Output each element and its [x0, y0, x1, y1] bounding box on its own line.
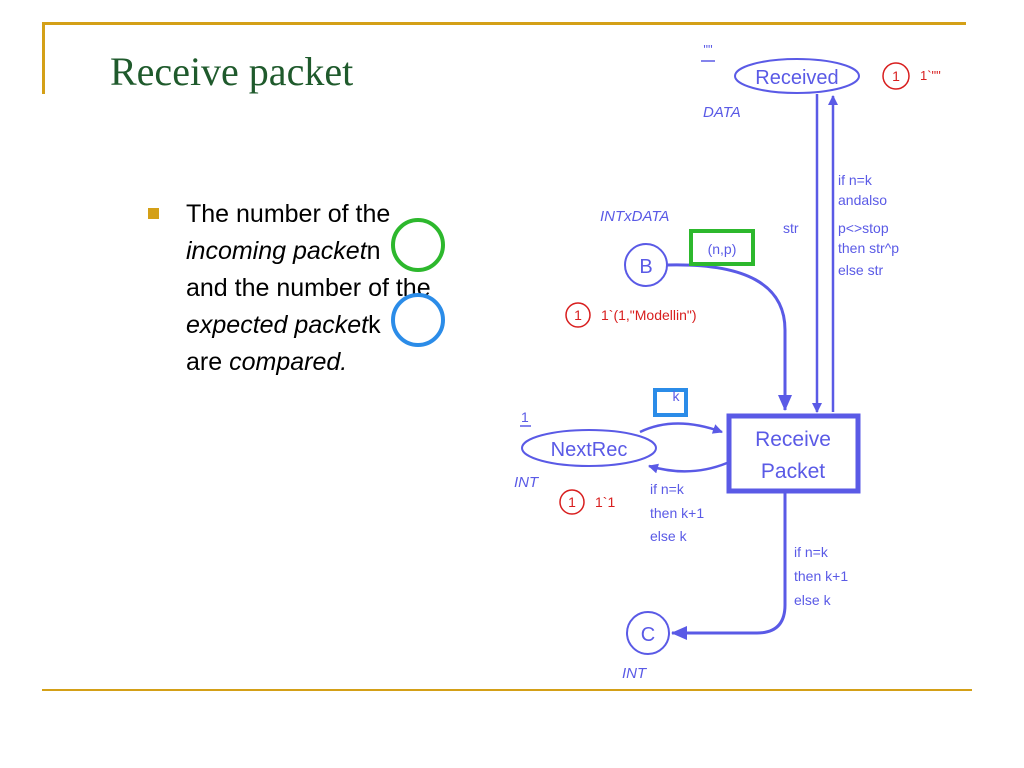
place-nextrec-label: NextRec [551, 439, 628, 461]
nextrec-expr-line-2: then k+1 [650, 505, 704, 521]
c-expr-line-3: else k [794, 592, 832, 608]
place-received-label: Received [755, 67, 838, 89]
b-type: INTxDATA [600, 208, 669, 225]
nextrec-arc-expr: if n=k then k+1 else k [650, 481, 708, 544]
guard-line-2: andalso [838, 192, 887, 208]
bullet-text: The number of the incoming packetn and t… [186, 196, 431, 381]
place-b-label: B [639, 256, 652, 278]
highlight-k-circle [391, 293, 445, 347]
arc-k-highlight-box [653, 388, 688, 417]
arc-transition-to-c [671, 493, 787, 640]
nextrec-marking-count-text: 1 [568, 494, 576, 510]
expected-packet-phrase: expected packet [186, 311, 369, 339]
guard-received-expr: if n=k andalso p<>stop then str^p else s… [838, 172, 903, 278]
bullet-line-3: and the number of the [186, 274, 431, 302]
guard-line-5: else str [838, 262, 883, 278]
received-marking: 1`"" [920, 68, 941, 83]
guard-line-3: p<>stop [838, 220, 889, 236]
b-marking: 1`(1,"Modellin") [601, 307, 697, 323]
received-initial-marking: "" [703, 42, 713, 57]
incoming-packet-phrase: incoming packet [186, 237, 367, 265]
var-k: k [368, 311, 381, 339]
nextrec-initial-marking: 1 [521, 409, 529, 425]
c-arc-expr: if n=k then k+1 else k [794, 544, 852, 608]
arc-k-label: k [673, 388, 681, 404]
c-expr-line-1: if n=k [794, 544, 829, 560]
nextrec-expr-line-1: if n=k [650, 481, 685, 497]
nextrec-marking: 1`1 [595, 494, 615, 510]
frame-left-rule [42, 22, 45, 94]
nextrec-expr-line-3: else k [650, 528, 688, 544]
c-type: INT [622, 665, 648, 682]
c-expr-line-2: then k+1 [794, 568, 848, 584]
place-c [626, 611, 670, 655]
nextrec-marking-count [559, 489, 585, 515]
guard-line-4: then str^p [838, 240, 899, 256]
bullet-line-4: expected packetk [186, 307, 431, 344]
place-nextrec [521, 429, 657, 467]
arc-nextrec-to-transition [639, 422, 723, 434]
received-marking-count-text: 1 [892, 68, 900, 84]
transition-label-line-2: Packet [761, 460, 825, 483]
arc-np-highlight-box [689, 229, 755, 266]
slide-title: Receive packet [110, 49, 354, 94]
guard-line-1: if n=k [838, 172, 873, 188]
b-marking-count [565, 302, 591, 328]
frame-bottom-rule [42, 689, 972, 691]
compared-word: compared. [229, 348, 348, 376]
highlight-n-circle [391, 218, 445, 272]
received-marking-count [882, 62, 910, 90]
arc-np-label: (n,p) [708, 241, 737, 257]
bullet-line-2: incoming packetn [186, 233, 431, 270]
nextrec-type: INT [514, 474, 540, 491]
are-word: are [186, 348, 223, 376]
bullet-line-5: are compared. [186, 344, 431, 381]
bullet-line-1: The number of the [186, 200, 391, 228]
place-received [734, 58, 860, 94]
place-c-label: C [641, 624, 655, 646]
b-marking-count-text: 1 [574, 307, 582, 323]
transition-label-line-1: Receive [755, 428, 831, 451]
arc-str-label: str [783, 220, 799, 236]
received-type: DATA [703, 104, 741, 121]
frame-top-rule [42, 22, 966, 25]
transition-receive-packet [726, 413, 861, 494]
bullet-square-icon [148, 208, 159, 219]
var-n: n [366, 237, 381, 265]
arc-transition-to-nextrec [648, 461, 728, 474]
